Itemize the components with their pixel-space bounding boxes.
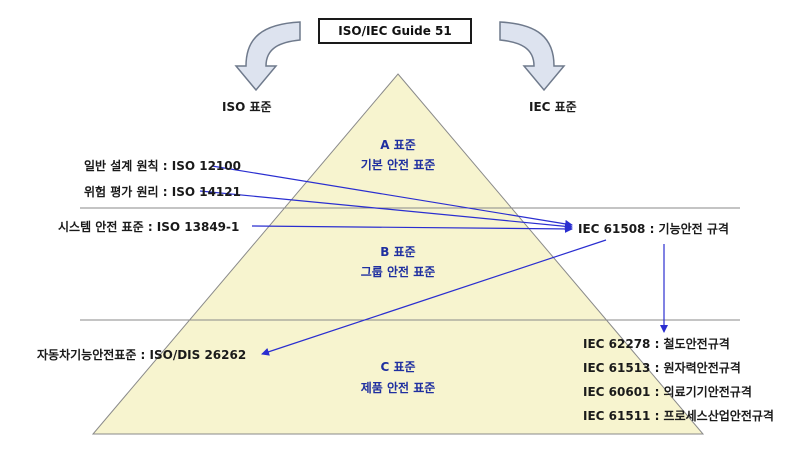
tier-c-subtitle: 제품 안전 표준 xyxy=(360,381,436,395)
tier-b-title: B 표준 xyxy=(380,245,416,259)
title-box: ISO/IEC Guide 51 xyxy=(318,18,472,44)
iec-60601-label: IEC 60601 : 의료기기안전규격 xyxy=(583,385,752,399)
arrow-iec61508-to-iso26262 xyxy=(261,239,607,356)
iec-standards-label: IEC 표준 xyxy=(529,100,577,114)
pyramid-shape xyxy=(91,73,705,435)
tier-a-title: A 표준 xyxy=(380,138,416,152)
arrow-iso13849-to-iec61508 xyxy=(251,224,573,233)
curved-down-right-arrow-icon xyxy=(499,21,566,92)
iso-13849-label: 시스템 안전 표준 : ISO 13849-1 xyxy=(58,220,240,234)
iec-61513-label: IEC 61513 : 원자력안전규격 xyxy=(583,361,741,375)
curved-down-left-arrow-icon xyxy=(234,21,301,92)
iec-61511-label: IEC 61511 : 프로세스산업안전규격 xyxy=(583,409,774,423)
iso-standards-label: ISO 표준 xyxy=(222,100,272,114)
tier-a-subtitle: 기본 안전 표준 xyxy=(360,158,436,172)
tier-b-subtitle: 그룹 안전 표준 xyxy=(360,265,436,279)
iso-12100-label: 일반 설계 원칙 : ISO 12100 xyxy=(84,159,241,173)
tier-c-title: C 표준 xyxy=(380,360,416,374)
iso-14121-label: 위험 평가 원리 : ISO 14121 xyxy=(84,185,241,199)
iec-62278-label: IEC 62278 : 철도안전규격 xyxy=(583,337,730,351)
arrow-iso14121-to-iec61508 xyxy=(199,190,573,231)
arrow-iso12100-to-iec61508 xyxy=(211,165,573,228)
iec-61508-label: IEC 61508 : 기능안전 규격 xyxy=(578,222,729,236)
iso-26262-label: 자동차기능안전표준 : ISO/DIS 26262 xyxy=(37,348,247,362)
